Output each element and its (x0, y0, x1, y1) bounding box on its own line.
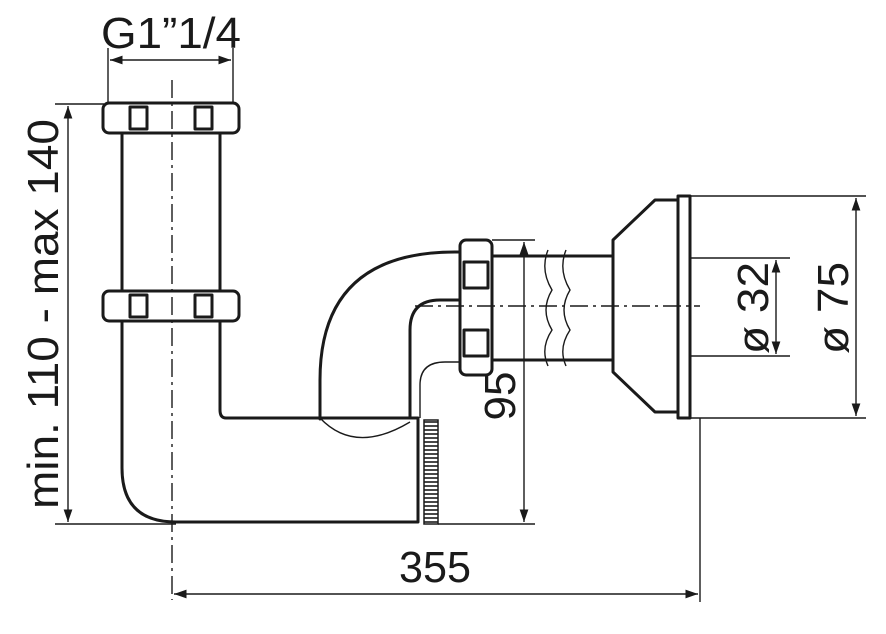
outer-diameter-dimension: ø 75 (690, 195, 866, 419)
outlet-height-dimension: 95 (438, 239, 535, 525)
inner-diameter-label: ø 32 (729, 262, 778, 354)
drain-post (423, 419, 439, 525)
thread-dimension: G1”1/4 (101, 9, 241, 104)
height-range-dimension: min. 110 - max 140 (19, 103, 176, 525)
outer-diameter-label: ø 75 (809, 262, 858, 354)
length-dimension: 355 (174, 418, 701, 602)
middle-nut (101, 289, 241, 323)
length-label: 355 (399, 543, 471, 592)
thread-size-label: G1”1/4 (101, 9, 241, 58)
vertical-tailpiece (120, 130, 420, 524)
top-nut (101, 101, 241, 135)
horizontal-outlet-pipe (488, 249, 617, 367)
inner-diameter-dimension: ø 32 (690, 257, 790, 357)
u-bend (318, 250, 464, 439)
height-range-label: min. 110 - max 140 (19, 119, 68, 509)
wall-flange (611, 194, 692, 420)
outlet-height-label: 95 (476, 372, 525, 421)
outlet-nut (458, 238, 494, 377)
